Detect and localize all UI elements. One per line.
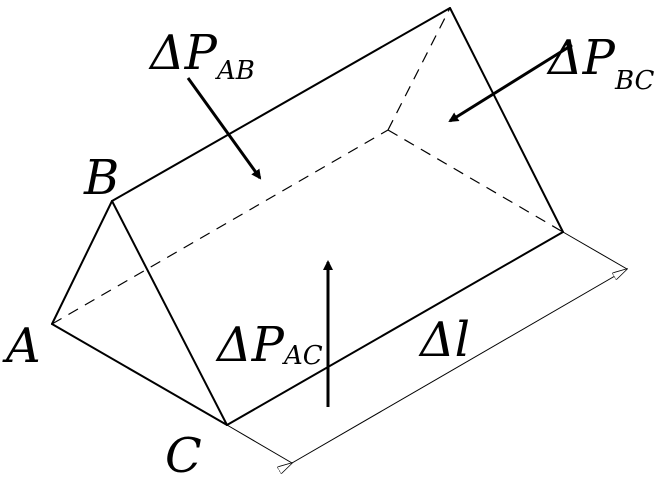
force-ac-symbol: P	[251, 317, 285, 373]
length-dimension	[226, 231, 628, 464]
edge-a-c	[51, 323, 228, 426]
vertex-label-b: B	[83, 150, 119, 206]
force-ab-symbol: P	[184, 25, 218, 81]
force-label-ac: ΔPAC	[215, 317, 323, 373]
force-arrows	[186, 43, 573, 407]
force-ab-delta: Δ	[148, 25, 185, 81]
force-ac-delta: Δ	[215, 317, 252, 373]
edge-hidden-back-base	[387, 129, 564, 233]
length-label: Δl	[418, 312, 470, 368]
force-bc-symbol: P	[582, 30, 616, 86]
force-label-bc: ΔPBC	[546, 30, 655, 96]
edge-hidden-back-left	[387, 7, 451, 131]
hidden-edges	[51, 7, 564, 325]
length-symbol: l	[455, 312, 470, 368]
edge-b-c	[111, 200, 228, 426]
force-bc-arrow	[448, 43, 573, 123]
extension-line-front	[226, 424, 293, 464]
dimension-line	[292, 269, 627, 463]
edge-top-ridge	[111, 7, 451, 202]
force-bc-delta: Δ	[546, 30, 583, 86]
edge-hidden-bottom-back	[51, 129, 389, 325]
vertex-label-a: A	[2, 318, 41, 374]
length-delta: Δ	[418, 312, 455, 368]
force-ab-arrow	[186, 77, 262, 180]
force-ab-subscript: AB	[215, 56, 255, 86]
force-bc-subscript: BC	[614, 66, 655, 96]
edge-a-b	[51, 200, 113, 325]
vertex-label-c: C	[165, 428, 202, 484]
force-label-ab: ΔPAB	[148, 25, 255, 86]
extension-line-back	[562, 231, 628, 270]
edge-back-right	[449, 7, 564, 233]
force-ac-subscript: AC	[282, 341, 323, 371]
